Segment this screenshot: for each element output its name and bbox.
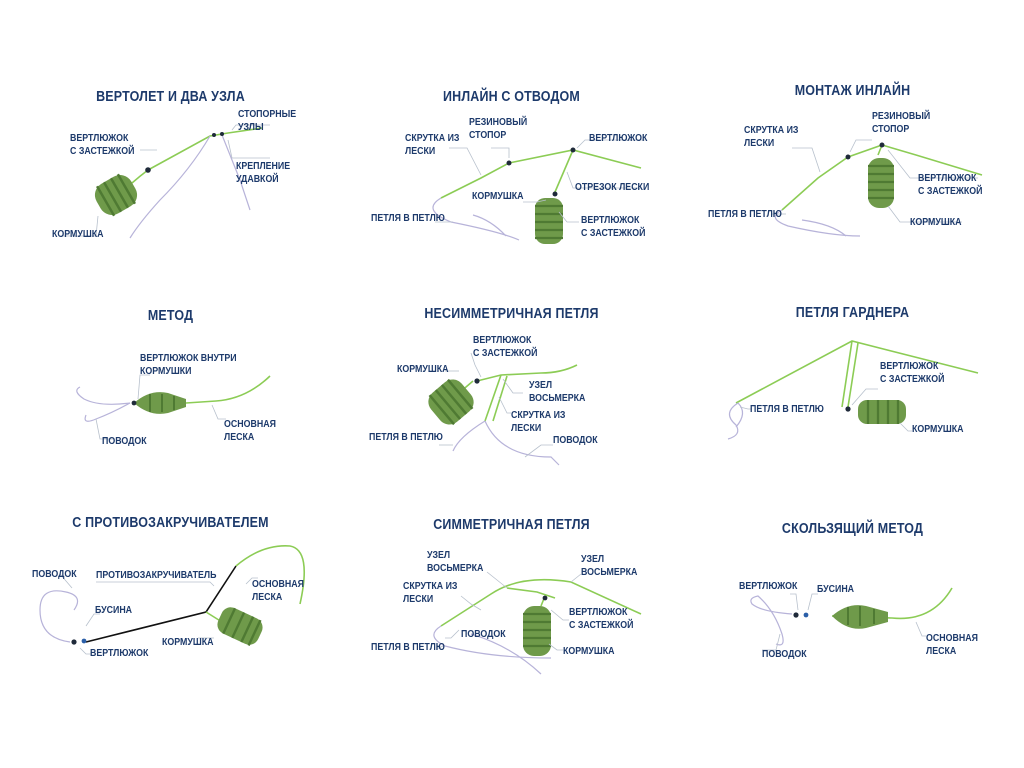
- label: КОРМУШКА: [910, 216, 962, 228]
- label: СКРУТКА ИЗ ЛЕСКИ: [511, 409, 566, 434]
- label: СКРУТКА ИЗ ЛЕСКИ: [744, 124, 799, 149]
- rig-drawing: [727, 340, 979, 440]
- label: ПЕТЛЯ В ПЕТЛЮ: [708, 208, 782, 220]
- panel-title: СИММЕТРИЧНАЯ ПЕТЛЯ: [433, 517, 590, 533]
- swivel-icon: [793, 612, 799, 618]
- panel-title: С ПРОТИВОЗАКРУЧИВАТЕЛЕМ: [72, 515, 269, 531]
- panel-title: ВЕРТОЛЕТ И ДВА УЗЛА: [96, 89, 245, 105]
- label: КОРМУШКА: [162, 636, 214, 648]
- feeder-icon: [523, 606, 551, 656]
- label: РЕЗИНОВЫЙ СТОПОР: [469, 116, 528, 141]
- label: ПЕТЛЯ В ПЕТЛЮ: [750, 403, 824, 415]
- label: ПЕТЛЯ В ПЕТЛЮ: [371, 212, 445, 224]
- panel-helicopter-rig: ВЕРТОЛЕТ И ДВА УЗЛА СТОПОРНЫЕ УЗЛЫ ВЕРТЛ…: [0, 0, 341, 240]
- label: ПОВОДОК: [461, 628, 506, 640]
- label: УЗЕЛ ВОСЬМЕРКА: [581, 553, 638, 578]
- rig-drawing: [428, 352, 578, 466]
- label: ПРОТИВОЗАКРУЧИВАТЕЛЬ: [96, 569, 217, 581]
- label: ПЕТЛЯ В ПЕТЛЮ: [371, 641, 445, 653]
- label: РЕЗИНОВЫЙ СТОПОР: [872, 110, 931, 135]
- rig-drawing: [60, 124, 270, 239]
- bead-icon: [81, 638, 87, 644]
- panel-title: НЕСИММЕТРИЧНАЯ ПЕТЛЯ: [424, 306, 599, 322]
- snap-swivel-icon: [552, 191, 558, 197]
- feeder-icon: [868, 158, 894, 208]
- stop-knot-icon: [212, 133, 216, 137]
- feeder-icon: [428, 378, 474, 426]
- label: УЗЕЛ ВОСЬМЕРКА: [427, 549, 484, 574]
- label: ВЕРТЛЮЖОК С ЗАСТЕЖКОЙ: [880, 360, 945, 385]
- feeder-icon: [94, 173, 138, 217]
- label: ВЕРТЛЮЖОК: [739, 580, 798, 592]
- label: КОРМУШКА: [472, 190, 524, 202]
- label: ПОВОДОК: [102, 435, 147, 447]
- stop-knot-icon: [220, 132, 224, 136]
- label: ОСНОВНАЯ ЛЕСКА: [252, 578, 304, 603]
- label: ОТРЕЗОК ЛЕСКИ: [575, 181, 650, 193]
- panel-asymmetric-loop-rig: НЕСИММЕТРИЧНАЯ ПЕТЛЯ ВЕРТЛЮЖОК С: [341, 213, 682, 466]
- panel-title: ПЕТЛЯ ГАРДНЕРА: [795, 305, 910, 321]
- swivel-icon: [71, 639, 77, 645]
- rig-drawing: [76, 374, 271, 440]
- label: ПОВОДОК: [762, 648, 807, 660]
- label: ВЕРТЛЮЖОК С ЗАСТЕЖКОЙ: [70, 132, 135, 157]
- rubber-stop-icon: [506, 160, 512, 166]
- label: КОРМУШКА: [563, 645, 615, 657]
- label: ВЕРТЛЮЖОК: [90, 647, 149, 659]
- snap-swivel-icon: [845, 406, 851, 412]
- label: СКРУТКА ИЗ ЛЕСКИ: [405, 132, 460, 157]
- rig-drawing: [772, 139, 983, 237]
- snap-swivel-icon: [879, 142, 885, 148]
- label: ОСНОВНАЯ ЛЕСКА: [224, 418, 276, 443]
- label: СТОПОРНЫЕ УЗЛЫ: [238, 108, 297, 133]
- label: УЗЕЛ ВОСЬМЕРКА: [529, 379, 586, 404]
- rig-drawing: [39, 545, 306, 655]
- panel-title: СКОЛЬЗЯЩИЙ МЕТОД: [781, 521, 924, 537]
- panel-title: МОНТАЖ ИНЛАЙН: [794, 83, 911, 99]
- label: ВЕРТЛЮЖОК С ЗАСТЕЖКОЙ: [918, 172, 983, 197]
- label: ВЕРТЛЮЖОК С ЗАСТЕЖКОЙ: [581, 214, 646, 239]
- snap-swivel-icon: [474, 378, 480, 384]
- panel-gardner-loop-rig: ПЕТЛЯ ГАРДНЕРА ВЕРТЛЮЖОК С ЗАСТЕЖКОЙ ПЕТ…: [682, 213, 1023, 440]
- snap-swivel-icon: [542, 595, 548, 601]
- rig-drawing: [750, 587, 953, 651]
- bead-icon: [803, 612, 809, 618]
- label: ПОВОДОК: [553, 434, 598, 446]
- label: КОРМУШКА: [52, 228, 104, 240]
- label: ПЕТЛЯ В ПЕТЛЮ: [369, 431, 443, 443]
- feeder-icon: [535, 198, 563, 244]
- feeder-icon: [134, 392, 186, 414]
- label: КОРМУШКА: [912, 423, 964, 435]
- rig-drawing: [432, 139, 645, 244]
- label: ВЕРТЛЮЖОК С ЗАСТЕЖКОЙ: [569, 606, 634, 631]
- panel-title: ИНЛАЙН С ОТВОДОМ: [443, 89, 580, 105]
- label: ВЕРТЛЮЖОК ВНУТРИ КОРМУШКИ: [140, 352, 237, 377]
- rubber-stop-icon: [845, 154, 851, 160]
- label: ВЕРТЛЮЖОК: [589, 132, 648, 144]
- panel-symmetric-loop-rig: СИММЕТРИЧНАЯ ПЕТЛЯ УЗ: [341, 426, 682, 675]
- feeder-icon: [858, 400, 906, 424]
- label: БУСИНА: [95, 604, 133, 616]
- panel-sliding-method-rig: СКОЛЬЗЯЩИЙ МЕТОД ВЕРТЛЮЖОК БУСИНА ОСНОВН…: [682, 426, 1023, 660]
- panel-title: МЕТОД: [147, 308, 194, 324]
- label: КРЕПЛЕНИЕ УДАВКОЙ: [236, 160, 291, 185]
- label: ВЕРТЛЮЖОК С ЗАСТЕЖКОЙ: [473, 334, 538, 359]
- label: ПОВОДОК: [32, 568, 77, 580]
- rig-drawing: [433, 571, 642, 675]
- feeder-icon: [832, 605, 888, 629]
- label: КОРМУШКА: [397, 363, 449, 375]
- label: ОСНОВНАЯ ЛЕСКА: [926, 632, 978, 657]
- panel-method-rig: МЕТОД ВЕРТЛЮЖОК ВНУТРИ КОРМУШКИ ОСНОВНАЯ…: [0, 213, 341, 447]
- panel-inline-offset-rig: ИНЛАЙН С ОТВОДОМ: [341, 0, 682, 244]
- label: СКРУТКА ИЗ ЛЕСКИ: [403, 580, 458, 605]
- swivel-icon: [570, 147, 576, 153]
- feeder-icon: [217, 607, 263, 646]
- swivel-icon: [145, 167, 151, 173]
- label: БУСИНА: [817, 583, 855, 595]
- panel-anti-tangle-rig: С ПРОТИВОЗАКРУЧИВАТЕЛЕМ ПОВОДОК ПРО: [0, 426, 341, 659]
- swivel-icon: [131, 400, 137, 406]
- panel-inline-rig: МОНТАЖ ИНЛАЙН РЕЗИНОВЫЙ СТОПОР: [682, 0, 1023, 237]
